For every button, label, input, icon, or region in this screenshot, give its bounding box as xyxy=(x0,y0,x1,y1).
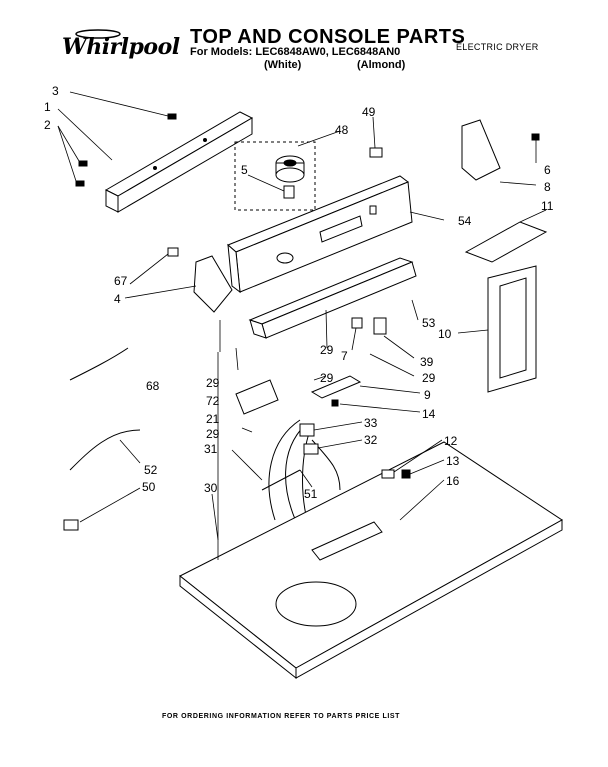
callout-29e: 29 xyxy=(206,427,220,441)
callout-32: 32 xyxy=(364,433,378,447)
callout-68: 68 xyxy=(146,379,160,393)
callout-21: 21 xyxy=(206,412,220,426)
callout-11: 11 xyxy=(541,199,554,213)
connector-33 xyxy=(299,423,315,437)
callout-50: 50 xyxy=(142,480,156,494)
callout-7: 7 xyxy=(341,349,348,363)
knob-group-box xyxy=(234,141,316,211)
footer-note: FOR ORDERING INFORMATION REFER TO PARTS … xyxy=(162,713,401,720)
callout-53: 53 xyxy=(422,316,436,330)
top-panel xyxy=(179,441,563,680)
switch-39 xyxy=(373,317,387,335)
end-cap-right xyxy=(461,119,501,181)
whirlpool-logo xyxy=(75,29,121,39)
callout-48: 48 xyxy=(335,123,349,137)
timer-knob xyxy=(275,155,305,199)
console-panel xyxy=(227,175,413,294)
terminal-50 xyxy=(63,519,79,531)
screw-icon xyxy=(401,469,411,479)
callout-2: 2 xyxy=(44,118,51,132)
wire-68 xyxy=(69,347,129,381)
timer-72 xyxy=(235,379,279,415)
callout-72: 72 xyxy=(206,394,220,408)
callout-12: 12 xyxy=(444,434,458,448)
console-base xyxy=(248,257,417,339)
screw-icon xyxy=(75,113,177,187)
callout-6: 6 xyxy=(544,163,551,177)
callout-13: 13 xyxy=(446,454,460,468)
rear-bracket xyxy=(104,111,254,213)
color-white-label: (White) xyxy=(264,59,302,71)
callout-29a: 29 xyxy=(320,343,334,357)
callout-5: 5 xyxy=(241,163,248,177)
color-almond-label: (Almond) xyxy=(357,59,406,71)
callout-52: 52 xyxy=(144,463,158,477)
callout-29d-left: 29 xyxy=(206,376,220,390)
callout-39: 39 xyxy=(420,355,434,369)
switch-7 xyxy=(351,317,363,329)
document-type: ELECTRIC DRYER xyxy=(456,42,539,52)
connector-32 xyxy=(303,443,319,455)
page-title: TOP AND CONSOLE PARTS xyxy=(190,26,466,48)
callout-1: 1 xyxy=(44,100,51,114)
callout-4: 4 xyxy=(114,292,121,306)
callout-29c: 29 xyxy=(422,371,436,385)
wire-52 xyxy=(69,429,141,471)
end-cap-left xyxy=(193,255,233,313)
callout-16: 16 xyxy=(446,474,460,488)
callout-8: 8 xyxy=(544,180,551,194)
screw-icon xyxy=(531,133,540,141)
callout-51: 51 xyxy=(304,487,318,501)
callout-labels: 3 1 2 49 48 6 5 8 11 54 67 4 53 10 29 7 … xyxy=(44,84,554,501)
callout-9: 9 xyxy=(424,388,431,402)
callout-14: 14 xyxy=(422,407,436,421)
button-49 xyxy=(369,147,383,158)
leader-lines xyxy=(57,91,547,560)
clip-67 xyxy=(167,247,179,257)
callout-3: 3 xyxy=(52,84,59,98)
callout-54: 54 xyxy=(458,214,472,228)
model-numbers: For Models: LEC6848AW0, LEC6848AN0 xyxy=(190,46,401,58)
callout-49: 49 xyxy=(362,105,376,119)
callout-29b: 29 xyxy=(320,371,334,385)
brand-logo-text: Whirlpool xyxy=(62,34,180,60)
callout-33: 33 xyxy=(364,416,378,430)
bracket-12 xyxy=(381,469,395,479)
callout-30: 30 xyxy=(204,481,218,495)
switch-9 xyxy=(310,375,362,399)
callout-67: 67 xyxy=(114,274,128,288)
screw-icon xyxy=(331,399,339,407)
callout-31: 31 xyxy=(204,442,218,456)
callout-10: 10 xyxy=(438,327,452,341)
control-panel-11 xyxy=(464,221,548,263)
